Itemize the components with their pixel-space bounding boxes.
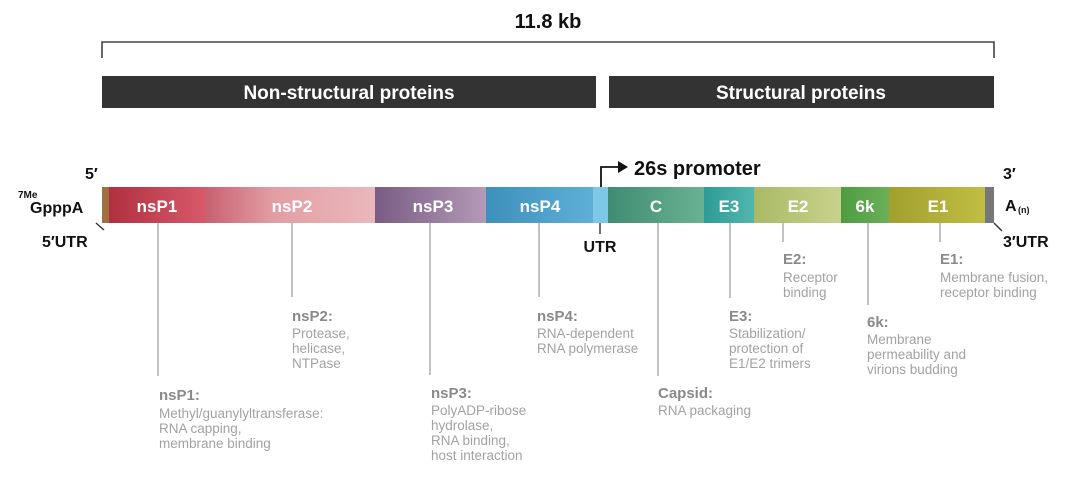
annotation-nsp4-title: nsP4: [537, 308, 578, 325]
cap-superscript: 7Me [18, 190, 38, 201]
annotation-e1-line: Membrane fusion, [940, 270, 1048, 285]
annotation-e2-line: binding [783, 285, 827, 300]
segment-label-e1: E1 [928, 197, 949, 216]
annotation-nsp4-line: RNA-dependent [537, 326, 634, 341]
utr-mid-label: UTR [584, 239, 617, 256]
segment-e1 [889, 187, 986, 223]
annotation-6k-line: permeability and [867, 347, 966, 362]
annotation-capsid-line: RNA packaging [658, 403, 751, 418]
annotation-nsp3-line: hydrolase, [431, 418, 493, 433]
annotation-e1-title: E1: [940, 251, 963, 268]
annotation-e2-line: Receptor [783, 270, 838, 285]
three-prime-label: 3′ [1003, 166, 1016, 183]
annotation-6k-line: Membrane [867, 332, 932, 347]
annotation-nsp1-title: nsP1: [159, 387, 200, 404]
annotation-nsp2-line: NTPase [292, 356, 341, 371]
genome-length-label: 11.8 kb [515, 11, 582, 33]
segment-label-6k: 6k [856, 197, 875, 216]
utr5-label: 5′UTR [42, 234, 88, 251]
annotation-nsp1-line: Methyl/guanylyltransferase: [159, 406, 323, 421]
segment-label-nsp3: nsP3 [413, 197, 454, 216]
annotation-e3-title: E3: [729, 308, 752, 325]
annotation-nsp4-line: RNA polymerase [537, 341, 638, 356]
annotation-nsp3-line: RNA binding, [431, 433, 510, 448]
promoter-arrow-line [600, 166, 619, 187]
segment-label-nsp1: nsP1 [137, 197, 178, 216]
annotation-e3-line: E1/E2 trimers [729, 356, 811, 371]
annotation-e3-line: protection of [729, 341, 804, 356]
annotation-6k-title: 6k: [867, 314, 889, 331]
segment-6k [841, 187, 890, 223]
polya-subscript: (n) [1018, 205, 1030, 215]
segment-e2 [754, 187, 842, 223]
callout-lines [157, 223, 941, 376]
annotation-e2-title: E2: [783, 251, 806, 268]
segment-label-c: C [650, 197, 662, 216]
annotation-6k-line: virions budding [867, 362, 958, 377]
annotation-nsp3-line: PolyADP-ribose [431, 403, 526, 418]
utr3-segment [985, 187, 994, 223]
annotation-nsp1-line: RNA capping, [159, 421, 242, 436]
segment-nsp4 [486, 187, 594, 223]
segment-nsp1 [109, 187, 206, 223]
segment-e3 [704, 187, 755, 223]
structural-header-label: Structural proteins [716, 83, 886, 104]
segment-label-nsp2: nsP2 [272, 197, 313, 216]
segment-nsp3 [375, 187, 487, 223]
nonstructural-header-label: Non-structural proteins [243, 83, 454, 104]
annotation-e3-line: Stabilization/ [729, 326, 806, 341]
promoter-label: 26s promoter [634, 158, 761, 180]
annotation-nsp3-line: host interaction [431, 448, 523, 463]
annotation-nsp1-line: membrane binding [159, 436, 271, 451]
utr3-label: 3′UTR [1003, 234, 1049, 251]
annotation-nsp2-line: helicase, [292, 341, 345, 356]
segment-label-nsp4: nsP4 [520, 197, 561, 216]
annotation-capsid-title: Capsid: [658, 385, 713, 402]
polya-label: A [1005, 198, 1017, 215]
structural-header-bar [609, 76, 994, 108]
segment-c [608, 187, 705, 223]
nonstructural-header-bar [102, 76, 596, 108]
annotation-e1-line: receptor binding [940, 285, 1037, 300]
genome-length-bracket [101, 41, 995, 58]
utr3-pointer [993, 222, 1003, 232]
five-prime-label: 5′ [85, 166, 98, 183]
utr5-segment [102, 187, 110, 223]
utr-mid-segment [593, 187, 609, 223]
segment-label-e2: E2 [788, 197, 809, 216]
utr5-pointer [95, 222, 105, 231]
annotation-nsp2-line: Protease, [292, 326, 350, 341]
segment-nsp2 [205, 187, 376, 223]
annotation-nsp2-title: nsP2: [292, 308, 333, 325]
promoter-arrowhead-icon [618, 161, 628, 173]
cap-label: GpppA [30, 200, 84, 217]
segment-label-e3: E3 [719, 197, 740, 216]
annotation-nsp3-title: nsP3: [431, 385, 472, 402]
